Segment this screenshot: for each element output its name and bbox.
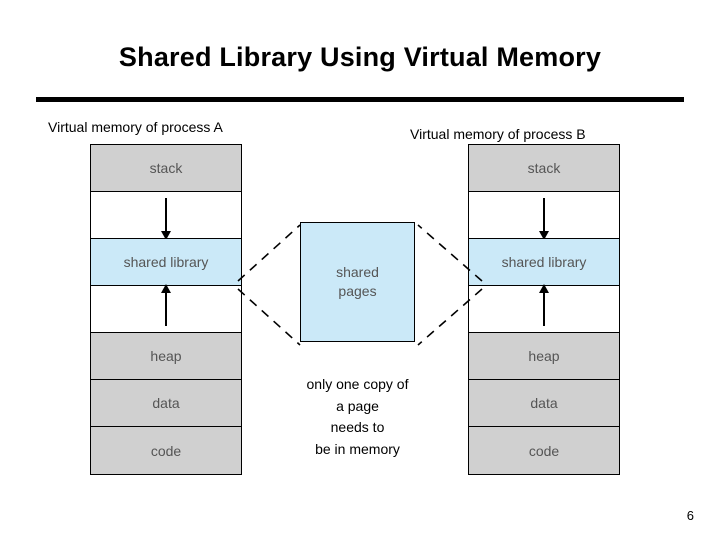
memory-cell-label: shared library [123, 254, 209, 270]
note-text: only one copy of a page needs to be in m… [255, 374, 460, 461]
memory-cell-stack-b: stack [469, 145, 619, 192]
note-line-1: only one copy of [306, 376, 409, 392]
memory-cell-label: data [530, 395, 558, 411]
memory-cell-label: stack [149, 160, 183, 176]
shared-pages-line2: pages [338, 283, 377, 299]
memory-column-process-b: stack shared library heap data code [468, 144, 620, 475]
title-divider [36, 97, 684, 102]
memory-cell-shared-library-a: shared library [91, 239, 241, 286]
mapping-lines [237, 224, 483, 346]
memory-cell-stack-a: stack [91, 145, 241, 192]
arrow-down-icon [161, 198, 171, 240]
memory-cell-label: code [150, 442, 182, 459]
memory-cell-label: stack [527, 160, 561, 176]
memory-cell-label: heap [528, 348, 560, 364]
memory-cell-shared-library-b: shared library [469, 239, 619, 286]
memory-cell-heap-a: heap [91, 333, 241, 380]
page-title: Shared Library Using Virtual Memory [118, 42, 602, 72]
note-line-2: a page [336, 397, 379, 414]
memory-cell-label: shared library [501, 254, 587, 270]
memory-cell-label: data [152, 395, 180, 411]
memory-cell-gap-lower-b [469, 284, 619, 333]
memory-cell-label: code [528, 442, 560, 459]
memory-cell-data-b: data [469, 380, 619, 427]
memory-cell-gap-lower-a [91, 284, 241, 333]
arrow-down-icon [539, 198, 549, 240]
note-line-3: needs to [330, 419, 385, 436]
shared-pages-line1: shared [336, 264, 379, 281]
memory-cell-label: heap [150, 348, 182, 364]
shared-pages-box: shared pages [300, 222, 415, 342]
memory-column-process-a: stack shared library heap data code [90, 144, 242, 475]
memory-cell-code-b: code [469, 427, 619, 474]
memory-cell-data-a: data [91, 380, 241, 427]
note-line-4: be in memory [315, 441, 400, 458]
memory-cell-heap-b: heap [469, 333, 619, 380]
arrow-up-icon [539, 284, 549, 326]
arrow-up-icon [161, 284, 171, 326]
caption-process-a: Virtual memory of process A [48, 119, 223, 135]
caption-process-b: Virtual memory of process B [410, 126, 586, 142]
memory-cell-code-a: code [91, 427, 241, 474]
memory-cell-gap-upper-a [91, 192, 241, 240]
page-number: 6 [686, 508, 694, 523]
memory-cell-gap-upper-b [469, 192, 619, 240]
